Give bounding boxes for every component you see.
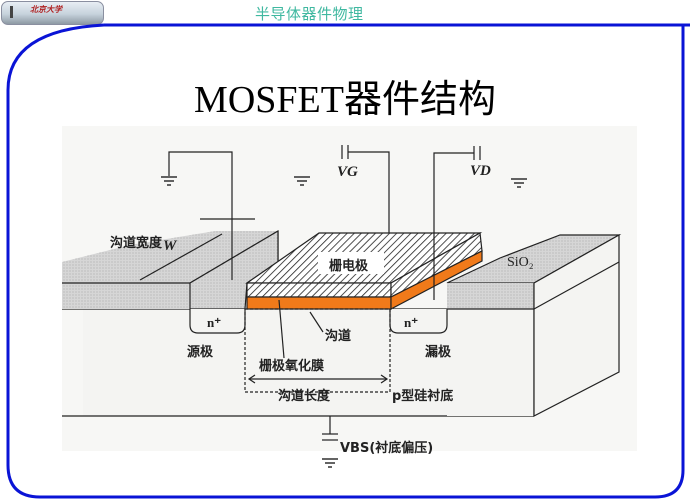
label-sio2: SiO₂ [507, 255, 534, 270]
label-gate-oxide: 栅极氧化膜 [259, 359, 325, 374]
label-drain: 漏极 [425, 345, 452, 360]
label-channel: 沟道 [325, 329, 352, 344]
drain-wire [433, 152, 474, 300]
label-substrate: p型硅衬底 [392, 389, 454, 404]
right-block-front [447, 309, 534, 416]
gate-oxide-front [246, 296, 392, 310]
label-source: 源极 [187, 345, 214, 360]
right-field-oxide-front [447, 283, 534, 309]
university-logo: 北京大学 [1, 1, 104, 25]
left-field-oxide-top [62, 231, 278, 283]
label-vg: VG [337, 164, 358, 180]
label-vbs: VBS(衬底偏压) [340, 441, 434, 456]
course-title: 半导体器件物理 [255, 5, 364, 23]
label-vd: VD [470, 163, 491, 179]
label-source-n-plus: n⁺ [207, 315, 222, 330]
label-width-symbol: W [163, 238, 177, 254]
label-channel-width: 沟道宽度 [110, 236, 163, 251]
source-wire [168, 151, 233, 280]
logo-tower-icon [10, 6, 13, 18]
gate-wire [348, 151, 390, 233]
channel-width-arrow [139, 233, 223, 281]
ground-icon [161, 176, 527, 468]
label-gate-electrode: 栅电极 [329, 259, 369, 274]
channel-region [244, 308, 391, 393]
slide-title: MOSFET器件结构 [194, 79, 496, 121]
gate-electrode-front [246, 282, 392, 298]
gate-oxide-side [390, 250, 483, 310]
left-field-oxide-front [62, 283, 190, 309]
right-block-side [533, 233, 620, 417]
drain-n-well [389, 309, 448, 334]
label-drain-n-plus: n⁺ [404, 315, 419, 330]
logo-text: 北京大学 [30, 4, 62, 14]
label-channel-length: 沟道长度 [278, 389, 331, 404]
